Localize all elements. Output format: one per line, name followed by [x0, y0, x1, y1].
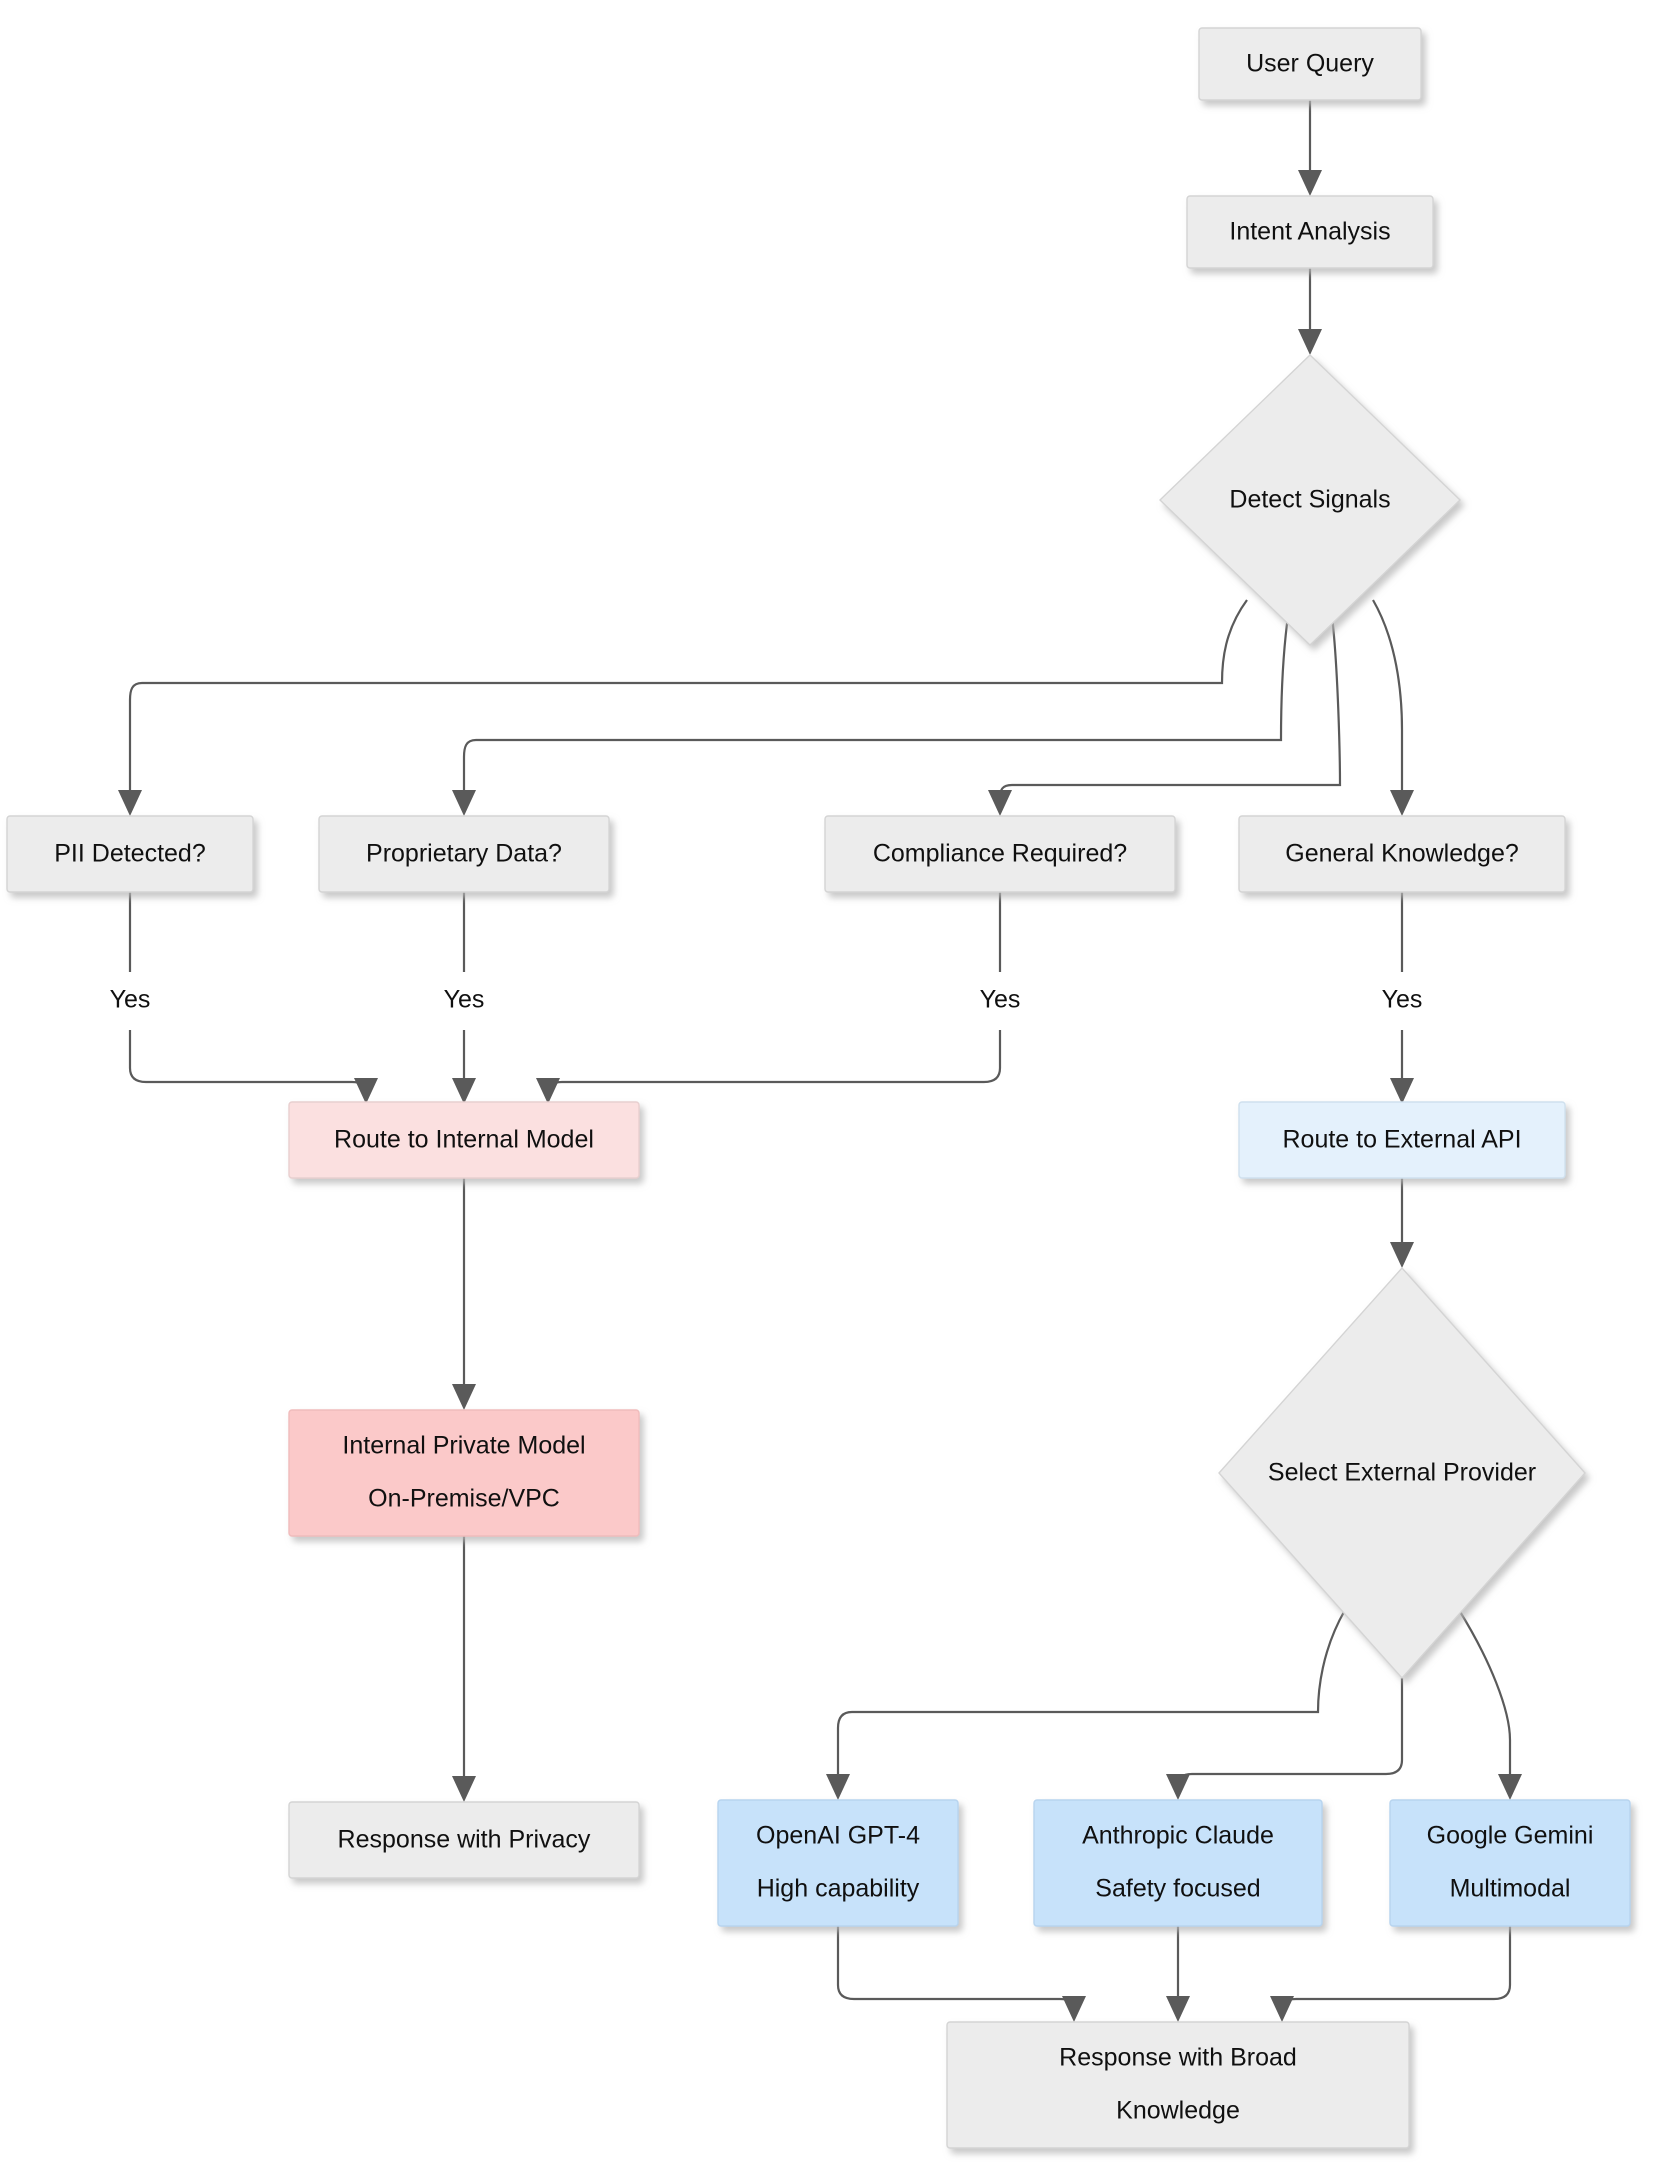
- node-label-anthropic-line1: Anthropic Claude: [1082, 1822, 1274, 1850]
- edge-proprietary-data-to-route-internal: [452, 892, 476, 1104]
- node-anthropic-claude[interactable]: Anthropic Claude Safety focused: [1033, 1799, 1323, 1927]
- node-label-openai-line2: High capability: [757, 1875, 920, 1903]
- edge-label-general-yes: Yes: [1382, 986, 1423, 1014]
- node-label-response-broad-line2: Knowledge: [1116, 2097, 1240, 2125]
- node-label-pii-detected: PII Detected?: [54, 840, 205, 868]
- edge-pii-detected-to-route-internal: [128, 892, 378, 1104]
- node-pii-detected[interactable]: PII Detected?: [6, 815, 254, 893]
- edge-detect-signals-to-general-knowledge: [1372, 599, 1414, 816]
- node-label-select-provider: Select External Provider: [1268, 1459, 1536, 1487]
- edge-general-knowledge-to-route-external: [1390, 892, 1414, 1104]
- edge-label-proprietary-yes: Yes: [444, 986, 485, 1014]
- edge-select-provider-to-google-gemini: [1458, 1609, 1522, 1800]
- edge-select-provider-to-anthropic-claude: [1166, 1678, 1404, 1800]
- edge-route-internal-to-internal-model: [452, 1178, 476, 1410]
- edge-user-query-to-intent-analysis: [1298, 100, 1322, 196]
- node-label-route-internal: Route to Internal Model: [334, 1126, 594, 1154]
- node-response-broad-knowledge[interactable]: Response with Broad Knowledge: [946, 2021, 1410, 2149]
- node-compliance-required[interactable]: Compliance Required?: [824, 815, 1176, 893]
- node-select-external-provider[interactable]: Select External Provider: [1218, 1266, 1586, 1680]
- node-label-internal-model-line1: Internal Private Model: [342, 1432, 585, 1460]
- node-google-gemini[interactable]: Google Gemini Multimodal: [1389, 1799, 1631, 1927]
- node-label-response-broad-line1: Response with Broad: [1059, 2044, 1297, 2072]
- edge-openai-gpt4-to-response-broad: [836, 1925, 1086, 2022]
- edge-internal-model-to-response-privacy: [452, 1536, 476, 1802]
- node-proprietary-data[interactable]: Proprietary Data?: [318, 815, 610, 893]
- edge-anthropic-claude-to-response-broad: [1166, 1925, 1190, 2022]
- node-general-knowledge[interactable]: General Knowledge?: [1238, 815, 1566, 893]
- node-label-openai-line1: OpenAI GPT-4: [756, 1822, 920, 1850]
- edge-detect-signals-to-proprietary-data: [452, 615, 1290, 816]
- node-label-response-privacy: Response with Privacy: [338, 1826, 591, 1854]
- node-label-gemini-line2: Multimodal: [1450, 1875, 1571, 1903]
- node-label-compliance-required: Compliance Required?: [873, 840, 1127, 868]
- node-user-query[interactable]: User Query: [1198, 27, 1422, 101]
- node-label-detect-signals: Detect Signals: [1229, 486, 1390, 514]
- node-layer: User Query Intent Analysis Detect Signal…: [6, 27, 1631, 2149]
- node-route-internal-model[interactable]: Route to Internal Model: [288, 1101, 640, 1179]
- node-label-route-external: Route to External API: [1282, 1126, 1521, 1154]
- node-label-proprietary-data: Proprietary Data?: [366, 840, 562, 868]
- node-intent-analysis[interactable]: Intent Analysis: [1186, 195, 1434, 269]
- node-label-user-query: User Query: [1246, 50, 1374, 78]
- node-route-external-api[interactable]: Route to External API: [1238, 1101, 1566, 1179]
- edge-detect-signals-to-pii-detected: [118, 599, 1248, 816]
- edge-label-pii-yes: Yes: [110, 986, 151, 1014]
- edge-route-external-to-select-provider: [1390, 1178, 1414, 1268]
- node-label-anthropic-line2: Safety focused: [1095, 1875, 1260, 1903]
- node-label-intent-analysis: Intent Analysis: [1229, 218, 1390, 246]
- node-detect-signals[interactable]: Detect Signals: [1158, 354, 1462, 646]
- edge-intent-analysis-to-detect-signals: [1298, 268, 1322, 355]
- edge-compliance-required-to-route-internal: [536, 892, 1002, 1104]
- node-response-with-privacy[interactable]: Response with Privacy: [288, 1801, 640, 1879]
- edge-label-layer: Yes Yes Yes Yes: [110, 986, 1423, 1014]
- edge-select-provider-to-openai-gpt4: [826, 1609, 1346, 1800]
- edge-google-gemini-to-response-broad: [1270, 1925, 1512, 2022]
- node-label-general-knowledge: General Knowledge?: [1285, 840, 1519, 868]
- edge-detect-signals-to-compliance-required: [988, 615, 1342, 816]
- node-internal-private-model[interactable]: Internal Private Model On-Premise/VPC: [288, 1409, 640, 1537]
- edge-layer: [118, 100, 1522, 2022]
- node-label-gemini-line1: Google Gemini: [1427, 1822, 1594, 1850]
- node-label-internal-model-line2: On-Premise/VPC: [368, 1485, 560, 1513]
- edge-label-compliance-yes: Yes: [980, 986, 1021, 1014]
- node-openai-gpt4[interactable]: OpenAI GPT-4 High capability: [717, 1799, 959, 1927]
